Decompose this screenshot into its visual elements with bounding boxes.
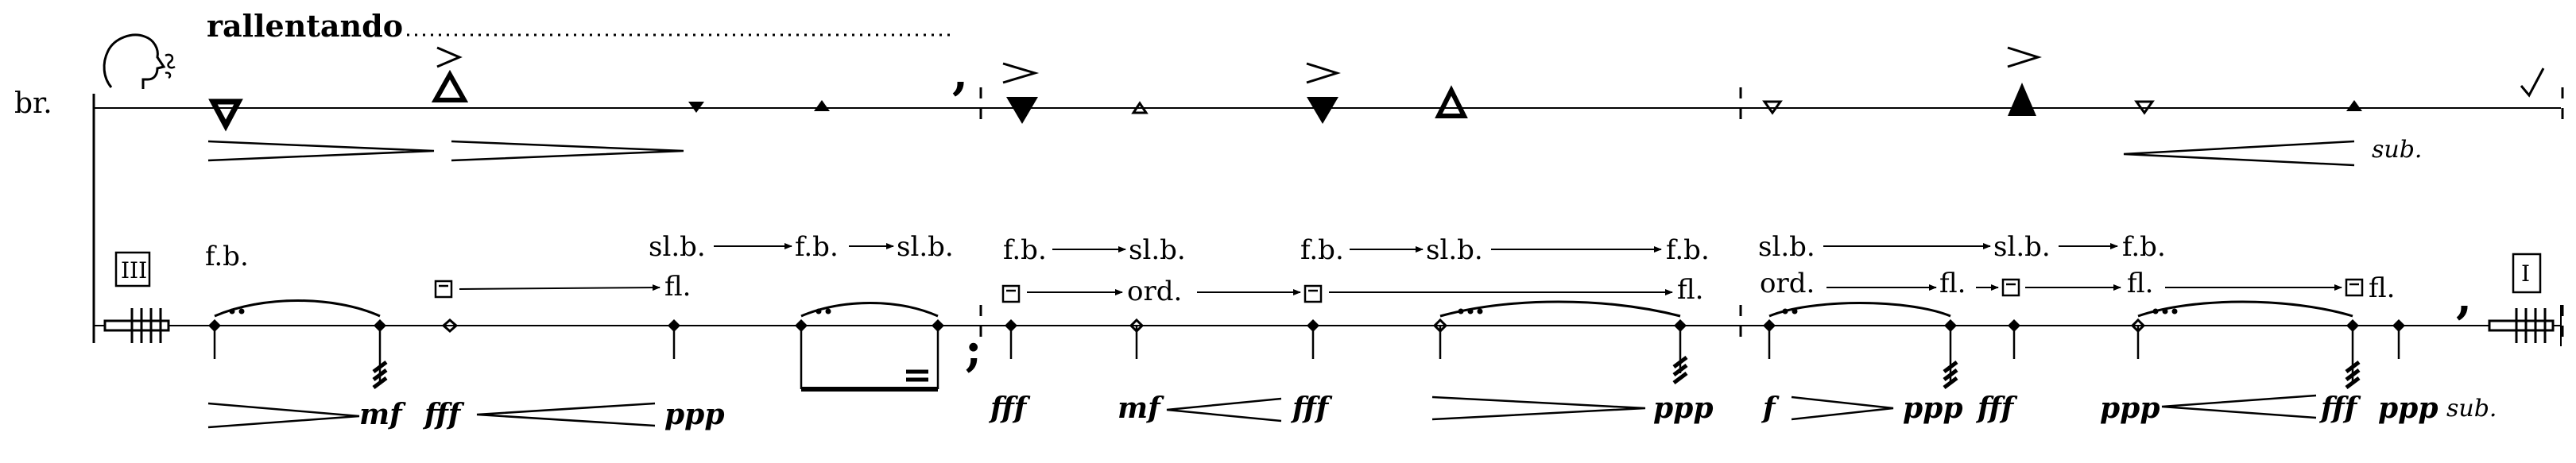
beam-group xyxy=(801,369,938,392)
mute-icons xyxy=(434,278,2364,303)
svg-text:ord.: ord. xyxy=(1127,276,1182,307)
svg-text:f.b.: f.b. xyxy=(1300,234,1344,266)
tempo-marking: rallentando xyxy=(207,8,403,44)
svg-text:fl.: fl. xyxy=(2369,272,2396,304)
svg-text:sl.b.: sl.b. xyxy=(1758,231,1815,263)
svg-text:fl.: fl. xyxy=(1939,268,1966,299)
string-indicator-box: III xyxy=(114,251,151,287)
breath-head-icon xyxy=(103,33,176,89)
svg-text:ppp: ppp xyxy=(1653,392,1714,425)
instrument-label: br. xyxy=(14,87,52,120)
bow-position-labels: f.b. sl.b. f.b. sl.b. fl. f.b. sl.b. ord… xyxy=(205,231,2396,307)
svg-text:fff: fff xyxy=(1290,392,1333,425)
svg-text:fff: fff xyxy=(422,398,465,431)
triangle-noteheads xyxy=(208,69,2362,132)
svg-text:fl.: fl. xyxy=(1677,274,1704,306)
articulation-dots xyxy=(229,308,2178,314)
svg-text:ord.: ord. xyxy=(1760,268,1815,299)
svg-text:f.b.: f.b. xyxy=(205,241,249,272)
svg-text:sl.b.: sl.b. xyxy=(1993,231,2051,263)
string-indicator-box: I xyxy=(2512,253,2542,294)
svg-text:sl.b.: sl.b. xyxy=(1426,234,1483,266)
tremolo-marks xyxy=(372,356,2361,389)
svg-text:fl.: fl. xyxy=(664,271,691,303)
string-indicator-label: I xyxy=(2521,260,2530,287)
dashed-barlines-lower xyxy=(979,305,2564,346)
string-clef-icon xyxy=(2488,308,2555,343)
svg-text:mf: mf xyxy=(1118,392,1164,425)
note-stems xyxy=(213,326,2400,389)
upper-hairpins xyxy=(207,140,2355,167)
svg-text:f.b.: f.b. xyxy=(795,231,839,263)
svg-text:ppp: ppp xyxy=(2100,392,2160,425)
svg-text:sl.b.: sl.b. xyxy=(649,231,706,263)
dashed-barlines-upper xyxy=(979,87,2564,127)
svg-text:ppp: ppp xyxy=(664,398,725,431)
svg-text:f: f xyxy=(1761,392,1780,425)
upper-sub-label: sub. xyxy=(2372,136,2422,164)
slurs xyxy=(214,299,2353,318)
checkmark-icon xyxy=(2520,68,2545,98)
breath-mark: , xyxy=(952,46,968,100)
svg-text:fff: fff xyxy=(2318,392,2361,425)
svg-text:sub.: sub. xyxy=(2446,395,2497,422)
svg-text:fff: fff xyxy=(988,392,1031,425)
accent-marks xyxy=(436,46,2042,84)
string-indicator-label: III xyxy=(121,257,147,284)
breath-mark: , xyxy=(2456,270,2472,324)
string-clef-icon xyxy=(103,308,170,343)
svg-text:fff: fff xyxy=(1975,392,2018,425)
svg-text:f.b.: f.b. xyxy=(2122,231,2166,263)
transition-arrows xyxy=(459,243,2342,295)
lower-dynamics: mf fff ppp fff mf fff ppp f ppp fff ppp … xyxy=(359,392,2497,431)
svg-text:sl.b.: sl.b. xyxy=(1129,234,1186,266)
svg-text:f.b.: f.b. xyxy=(1666,234,1710,266)
svg-text:fl.: fl. xyxy=(2127,268,2154,299)
svg-text:ppp: ppp xyxy=(2378,392,2438,425)
lower-hairpins xyxy=(207,394,2317,429)
svg-text:ppp: ppp xyxy=(1903,392,1963,425)
svg-text:mf: mf xyxy=(359,398,406,431)
breath-mark: ; xyxy=(965,322,982,376)
svg-text:f.b.: f.b. xyxy=(1003,234,1047,266)
svg-text:sl.b.: sl.b. xyxy=(897,231,954,263)
